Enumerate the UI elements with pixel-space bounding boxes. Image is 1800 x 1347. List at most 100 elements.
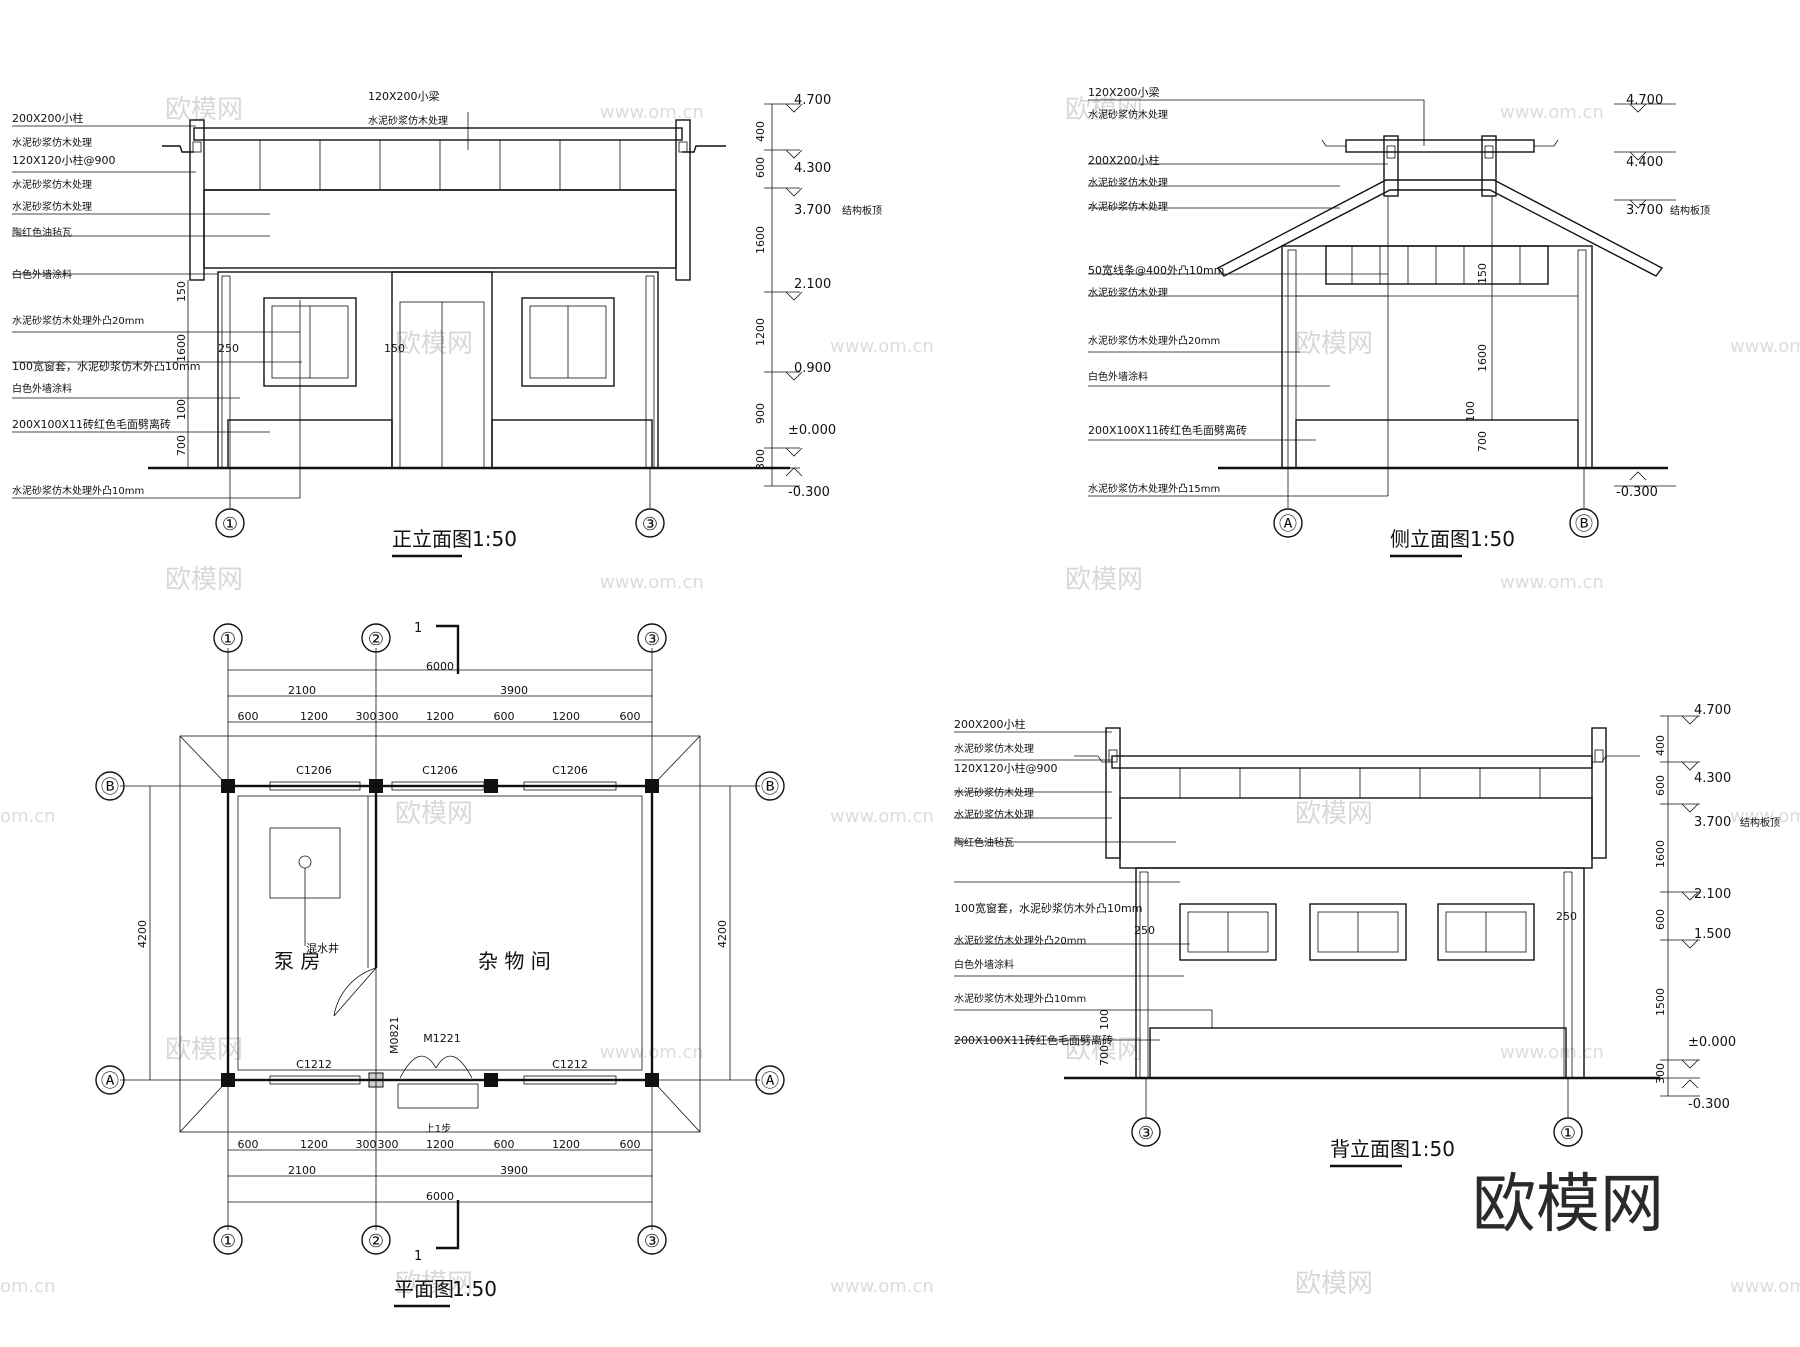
wall (217, 271, 659, 469)
callout-text: 50宽线条@400外凸10mm (1088, 263, 1224, 277)
window (263, 297, 357, 387)
level-mark: 3.700 (794, 203, 831, 218)
grid-label: ③ (642, 514, 658, 535)
level-mark: ±0.000 (1688, 1035, 1736, 1050)
dim-text: 900 (754, 403, 767, 424)
dim-text: 600 (620, 710, 641, 723)
window (1437, 903, 1535, 961)
grid-label: Ⓑ (761, 777, 779, 798)
grid-label: Ⓐ (101, 1071, 119, 1092)
grid-bubble (1131, 1117, 1161, 1147)
dim-text: 400 (1654, 735, 1667, 756)
section-label: 1 (414, 1249, 422, 1264)
callout-text: 陶红色油毡瓦 (12, 226, 72, 239)
brand-logo: 欧模网 (1472, 1168, 1664, 1242)
post-cap (678, 141, 688, 153)
window (521, 297, 615, 387)
grid-label: Ⓐ (761, 1071, 779, 1092)
view-scale: 1:50 (1470, 527, 1515, 551)
roof-beam (1111, 755, 1593, 769)
dim-text: 150 (1476, 263, 1489, 284)
dim-text: 4200 (136, 920, 149, 948)
dim-text: 100 (175, 399, 188, 420)
dim-text: 1600 (754, 226, 767, 254)
dim-text: 1200 (300, 1138, 328, 1151)
dim-text: 6000 (426, 660, 454, 673)
watermark-site: www.om.cn (830, 336, 934, 357)
watermark-brand: 欧模网 (1295, 799, 1373, 829)
section-mark (436, 624, 460, 1250)
window-label: C1212 (296, 1058, 332, 1071)
grid-label: Ⓑ (101, 777, 119, 798)
door-label: M0821 (388, 1017, 401, 1055)
level-mark: -0.300 (1688, 1097, 1730, 1112)
grid-bubble (215, 508, 245, 538)
dim-text: 1500 (1654, 988, 1667, 1016)
watermark-brand: 欧模网 (395, 1269, 473, 1299)
watermark-brand: 欧模网 (1295, 1269, 1373, 1299)
level-mark: 0.900 (794, 361, 831, 376)
callout-text: 水泥砂浆仿木处理 (1088, 176, 1168, 189)
window (1179, 903, 1277, 961)
watermark-site: www.om.cn (600, 102, 704, 123)
callout-text: 白色外墙涂料 (12, 268, 72, 281)
watermark-site: www.om.cn (1500, 572, 1604, 593)
watermark-site: www.om.cn (830, 1276, 934, 1297)
callout-text: 水泥砂浆仿木处理 (1088, 286, 1168, 299)
callout-text: 水泥砂浆仿木处理 (368, 114, 448, 127)
post-cap (192, 141, 202, 153)
callout-text: 100宽窗套，水泥砂浆仿木外凸10mm (12, 359, 200, 373)
level-mark: 1.500 (1694, 927, 1731, 942)
door-label: M1221 (423, 1032, 461, 1045)
dim-text: 250 (1556, 910, 1577, 923)
grid-bubble (1569, 508, 1599, 538)
level-mark: 4.300 (794, 161, 831, 176)
grid-bubble (1273, 508, 1303, 538)
dim-text: 600 (238, 710, 259, 723)
level-mark: -0.300 (788, 485, 830, 500)
level-mark: 4.700 (1626, 93, 1663, 108)
level-mark: ±0.000 (788, 423, 836, 438)
dim-text: 6000 (426, 1190, 454, 1203)
grid-label: Ⓑ (1575, 514, 1593, 535)
grid-bubble (1553, 1117, 1583, 1147)
callout-text: 水泥砂浆仿木处理外凸15mm (1088, 482, 1220, 495)
leader-lines (954, 731, 1213, 1041)
watermark-brand: 欧模网 (1295, 329, 1373, 359)
dim-text: 600 (238, 1138, 259, 1151)
back-elevation: 200X200小柱 水泥砂浆仿木处理 120X120小柱@900 水泥砂浆仿木处… (954, 703, 1780, 1168)
callout-text: 200X100X11砖红色毛面劈离砖 (12, 417, 171, 431)
view-scale: 1:50 (452, 1277, 497, 1301)
dim-text: 1600 (1476, 344, 1489, 372)
dim-text: 4200 (716, 920, 729, 948)
brick-base (491, 419, 653, 469)
window-label: C1206 (422, 764, 458, 777)
callout-text: 水泥砂浆仿木处理外凸10mm (954, 992, 1086, 1005)
room-label: 泵 房 (274, 949, 320, 973)
callout-text: 白色外墙涂料 (1088, 370, 1148, 383)
window-label: C1212 (552, 1058, 588, 1071)
roof-eave (162, 145, 726, 153)
front-elevation: 200X200小柱 水泥砂浆仿木处理 120X120小柱@900 水泥砂浆仿木处… (12, 89, 882, 558)
window-label: C1206 (552, 764, 588, 777)
grid-label: ② (368, 629, 384, 650)
level-mark: 2.100 (794, 277, 831, 292)
dim-text: 700 (175, 435, 188, 456)
callout-text: 水泥砂浆仿木处理外凸20mm (12, 314, 144, 327)
dim-text: 300 (378, 1138, 399, 1151)
view-title: 平面图 (394, 1277, 454, 1301)
dim-text: 300 (1654, 1063, 1667, 1084)
grid-label: Ⓐ (1279, 514, 1297, 535)
room-label: 杂 物 间 (478, 949, 551, 973)
dim-text: 700 (1476, 431, 1489, 452)
level-mark: 3.700 (1626, 203, 1663, 218)
callout-text: 120X120小柱@900 (954, 761, 1058, 775)
section-label: 1 (414, 621, 422, 636)
corner-post (1105, 727, 1121, 859)
level-mark: -0.300 (1616, 485, 1658, 500)
callout-text: 200X100X11砖红色毛面劈离砖 (954, 1033, 1113, 1047)
watermark-brand: 欧模网 (1065, 565, 1143, 595)
grid-label: ③ (644, 629, 660, 650)
level-note: 结构板顶 (1670, 204, 1710, 217)
